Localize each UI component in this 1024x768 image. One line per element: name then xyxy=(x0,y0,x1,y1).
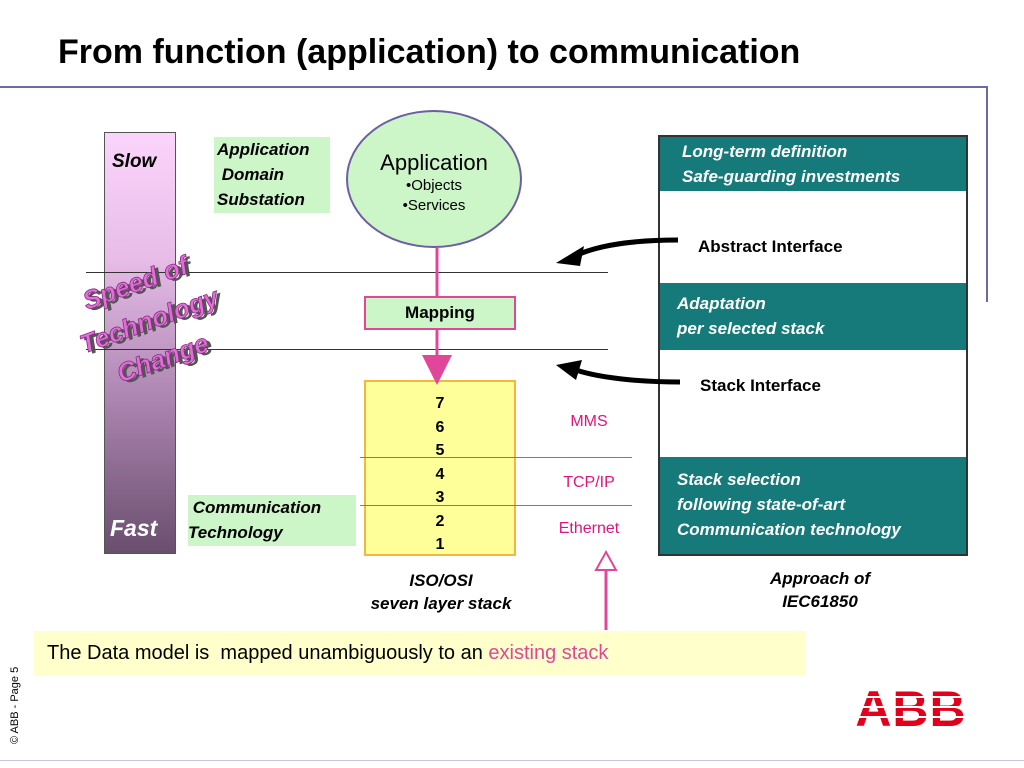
stack-selection-line-1: Stack selection xyxy=(677,470,801,489)
abstract-interface-arrow-head xyxy=(556,246,584,266)
speed-of-technology-change-wordart: Speed of Speed of Technology Technology … xyxy=(75,249,227,390)
stack-selection-block: Stack selection following state-of-art C… xyxy=(660,457,966,554)
osi-layer-3: 3 xyxy=(435,489,445,506)
iec-caption-line-2: IEC61850 xyxy=(782,592,858,611)
fast-label: Fast xyxy=(110,515,158,541)
abb-logo: ABB xyxy=(852,684,970,732)
adaptation-line-2: per selected stack xyxy=(677,319,825,338)
abstract-interface-label: Abstract Interface xyxy=(698,237,843,256)
page-title: From function (application) to communica… xyxy=(58,33,801,71)
osi-layer-1: 1 xyxy=(435,536,445,553)
stack-selection-line-2: following state-of-art xyxy=(677,495,846,514)
osi-layer-2: 2 xyxy=(435,512,445,530)
speed-gradient-bar xyxy=(104,132,176,554)
bottom-divider xyxy=(0,760,1024,761)
abstract-interface-line xyxy=(86,272,608,273)
title-divider-vertical xyxy=(986,86,988,302)
adaptation-block: Adaptation per selected stack xyxy=(660,283,966,350)
osi-stack-box: 7 6 5 4 3 2 1 xyxy=(364,380,516,556)
application-domain-box: Application Domain Substation xyxy=(214,137,330,213)
osi-caption: ISO/OSI seven layer stack xyxy=(330,569,552,615)
data-model-arrow-head xyxy=(594,549,618,571)
osi-caption-line-2: seven layer stack xyxy=(370,594,512,613)
adaptation-line-1: Adaptation xyxy=(677,294,766,313)
application-title: Application xyxy=(380,150,488,175)
mms-tcpip-divider xyxy=(360,457,632,458)
application-domain-line-2: Domain xyxy=(217,165,285,184)
protocol-mms: MMS xyxy=(570,413,608,430)
protocol-ethernet: Ethernet xyxy=(558,520,620,537)
stack-interface-line xyxy=(86,349,608,350)
communication-technology-line-1: Communication xyxy=(188,498,322,517)
stack-interface-arrow-head xyxy=(556,360,582,380)
osi-layer-4: 4 xyxy=(435,465,445,483)
data-model-text: The Data model is mapped unambiguously t… xyxy=(47,642,489,664)
osi-caption-line-1: ISO/OSI xyxy=(409,571,473,590)
application-ellipse: Application •Objects •Services xyxy=(346,110,522,248)
application-item-services: •Services xyxy=(402,197,466,214)
application-domain-line-1: Application xyxy=(217,140,310,159)
long-term-definition-line-1: Long-term definition xyxy=(682,142,848,161)
communication-technology-box: Communication Technology xyxy=(188,495,356,546)
stack-interface-label: Stack Interface xyxy=(700,376,821,395)
iec-caption-line-1: Approach of xyxy=(769,569,871,588)
long-term-definition-line-2: Safe-guarding investments xyxy=(682,167,901,186)
tcpip-ethernet-divider xyxy=(360,505,632,506)
application-item-objects: •Objects xyxy=(405,177,463,194)
data-model-statement: The Data model is mapped unambiguously t… xyxy=(34,631,806,675)
application-domain-line-3: Substation xyxy=(217,190,305,209)
title-divider xyxy=(0,86,988,88)
iec-caption: Approach of IEC61850 xyxy=(730,567,910,613)
long-term-definition-block: Long-term definition Safe-guarding inves… xyxy=(660,137,966,191)
osi-layer-6: 6 xyxy=(435,418,445,436)
page-footer: © ABB - Page 5 xyxy=(9,666,21,744)
osi-layer-5: 5 xyxy=(435,442,445,459)
mapping-box: Mapping xyxy=(364,296,516,330)
iec61850-approach-box: Long-term definition Safe-guarding inves… xyxy=(658,135,968,556)
stack-selection-line-3: Communication technology xyxy=(677,520,901,539)
protocol-tcpip: TCP/IP xyxy=(563,474,615,491)
communication-technology-line-2: Technology xyxy=(188,523,283,542)
data-model-highlight: existing stack xyxy=(488,642,609,664)
slow-label: Slow xyxy=(112,151,157,172)
osi-layer-7: 7 xyxy=(435,395,445,412)
